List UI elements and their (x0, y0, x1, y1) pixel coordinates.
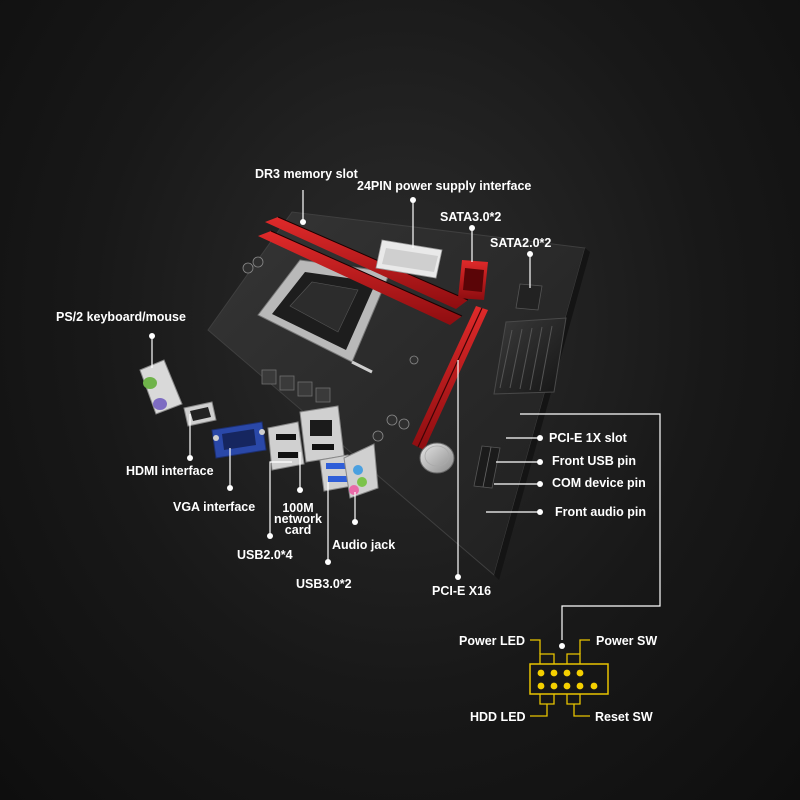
vga-port (211, 421, 267, 459)
leader-usb2 (269, 461, 292, 536)
label-hdmi: HDMI interface (126, 464, 214, 478)
label-vga: VGA interface (173, 500, 256, 514)
bracket-power-led-lead (530, 639, 541, 654)
front-panel-header (529, 663, 609, 695)
cmos-battery (419, 442, 455, 474)
label-power-led: Power LED (459, 634, 525, 648)
chipset-heatsink (493, 317, 567, 395)
audio-jack-block (343, 443, 379, 499)
leader-lines (151, 190, 661, 640)
bracket-hdd-led (539, 694, 555, 705)
label-hdd-led: HDD LED (470, 710, 526, 724)
label-front-usb: Front USB pin (552, 454, 637, 468)
label-sata3: SATA3.0*2 (440, 210, 502, 224)
usb2-ports (267, 421, 305, 471)
power-24pin-connector (375, 239, 443, 279)
ddr3-slots (258, 216, 469, 325)
vrm-chokes (261, 369, 331, 403)
hdmi-port (183, 401, 217, 427)
sata3-connectors (458, 260, 488, 300)
label-front-audio: Front audio pin (555, 505, 646, 519)
label-pcie-1x: PCI-E 1X slot (549, 431, 627, 445)
bracket-power-sw-lead (579, 639, 590, 654)
leader-front-panel (520, 413, 661, 640)
bracket-power-sw (566, 653, 581, 664)
label-com-device: COM device pin (552, 476, 646, 490)
label-audio-jack: Audio jack (332, 538, 396, 552)
leader-dots (149, 197, 565, 649)
network-port (299, 405, 345, 463)
label-pcie-x16: PCI-E X16 (432, 584, 492, 598)
label-24pin-power: 24PIN power supply interface (357, 179, 532, 193)
front-panel-pins (537, 669, 598, 690)
front-panel-connector (529, 639, 609, 717)
label-power-sw: Power SW (596, 634, 658, 648)
ps2-port (139, 359, 183, 415)
label-reset-sw: Reset SW (595, 710, 653, 724)
label-usb2: USB2.0*4 (237, 548, 293, 562)
capacitors (242, 256, 419, 442)
label-ddr3-memory-slot: DR3 memory slot (255, 167, 358, 181)
sata2-connectors (515, 283, 543, 311)
pcie-x16-slot (412, 306, 488, 450)
bracket-reset-sw (566, 694, 581, 705)
label-network-card: 100M network card (274, 501, 322, 537)
label-sata2: SATA2.0*2 (490, 236, 552, 250)
bracket-hdd-led-lead (530, 704, 548, 717)
bracket-power-led (539, 653, 555, 664)
label-ps2: PS/2 keyboard/mouse (56, 310, 186, 324)
pcie-1x-slot (473, 445, 501, 489)
label-usb3: USB3.0*2 (296, 577, 352, 591)
front-panel-brackets (530, 639, 590, 717)
bracket-reset-sw-lead (573, 704, 590, 717)
